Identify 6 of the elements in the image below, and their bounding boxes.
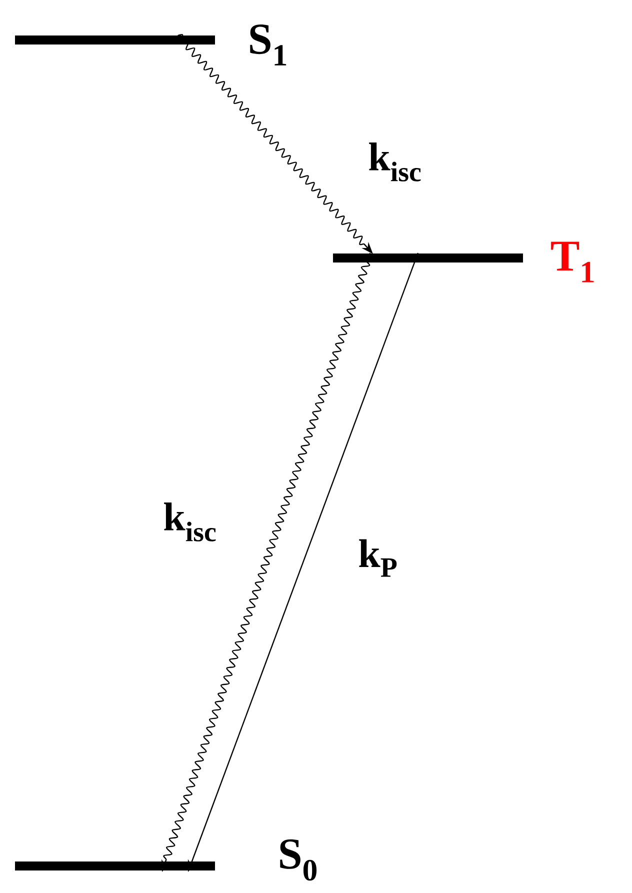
state-label: T$_{1}$	[551, 242, 594, 282]
edge-label: k$_{P}$	[359, 539, 397, 577]
state-label: S$_{0}$	[280, 839, 317, 881]
state-label: S$_{1}$	[250, 24, 286, 66]
edge-label: k$_{isc}$	[164, 502, 216, 542]
edge-label: k$_{isc}$	[369, 142, 421, 182]
